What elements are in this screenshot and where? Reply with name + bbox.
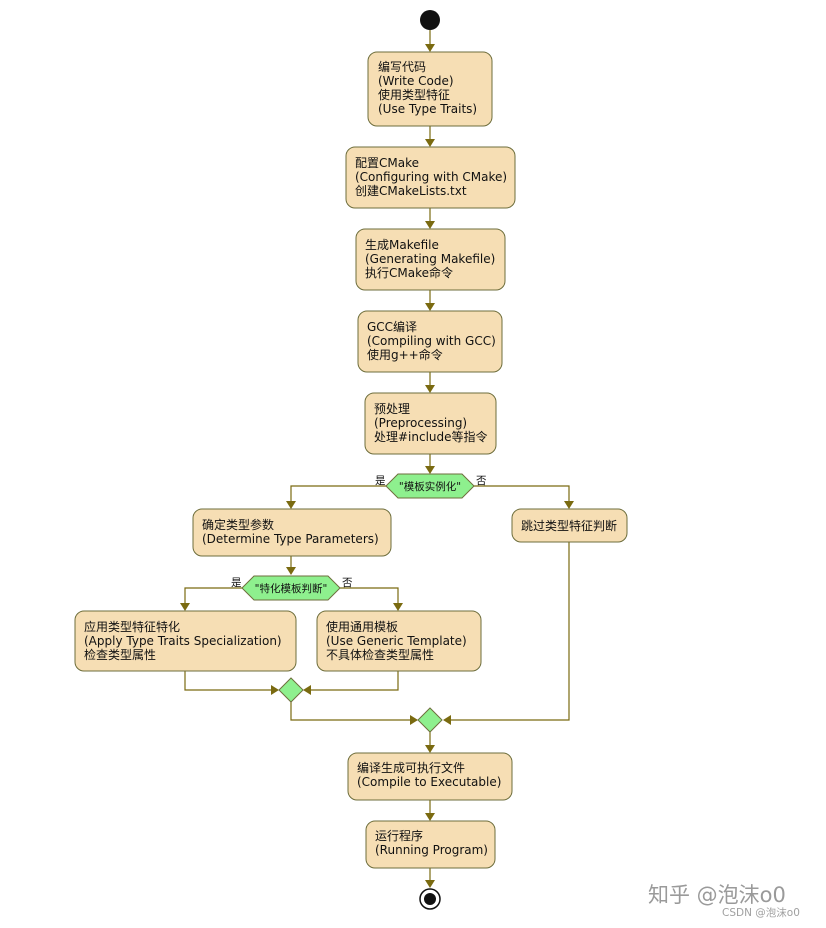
connectors — [180, 30, 574, 888]
decision-text: "模板实例化" — [399, 480, 461, 493]
action-generic-template: 使用通用模板 (Use Generic Template) 不具体检查类型属性 — [316, 610, 482, 672]
decision-yes-label: 是 — [231, 577, 242, 589]
action-apply-specialization: 应用类型特征特化 (Apply Type Traits Specializati… — [74, 610, 297, 672]
node-text: GCC编译 (Compiling with GCC) 使用g++命令 — [367, 319, 500, 362]
action-determine-types: 确定类型参数 (Determine Type Parameters) — [192, 508, 392, 557]
node-text: 预处理 (Preprocessing) 处理#include等指令 — [374, 402, 488, 444]
action-preprocess: 预处理 (Preprocessing) 处理#include等指令 — [364, 392, 497, 455]
merge-node-inner — [278, 677, 304, 703]
decision-text: "特化模板判断" — [255, 582, 328, 595]
decision-template-instantiation: "模板实例化" 是 否 — [375, 473, 487, 499]
action-configure-cmake: 配置CMake (Configuring with CMake) 创建CMake… — [345, 146, 516, 209]
decision-yes-label: 是 — [375, 475, 386, 487]
node-text: 使用通用模板 (Use Generic Template) 不具体检查类型属性 — [326, 619, 471, 662]
action-write-code: 编写代码 (Write Code) 使用类型特征 (Use Type Trait… — [367, 51, 493, 127]
decision-no-label: 否 — [476, 475, 487, 487]
watermark-source: CSDN @泡沫o0 — [722, 906, 800, 919]
action-compile-executable: 编译生成可执行文件 (Compile to Executable) — [347, 752, 513, 801]
decision-specialization-check: "特化模板判断" 是 否 — [231, 575, 353, 601]
action-skip-traits: 跳过类型特征判断 — [511, 508, 628, 543]
watermark-brand: 知乎 @泡沫o0 — [648, 883, 786, 907]
node-text: 配置CMake (Configuring with CMake) 创建CMake… — [355, 156, 511, 198]
node-text: 应用类型特征特化 (Apply Type Traits Specializati… — [84, 619, 285, 662]
node-text: 编写代码 (Write Code) 使用类型特征 (Use Type Trait… — [378, 59, 477, 116]
node-text: 运行程序 (Running Program) — [375, 828, 488, 857]
node-text: 确定类型参数 (Determine Type Parameters) — [202, 517, 379, 546]
start-node — [420, 10, 440, 30]
action-generate-makefile: 生成Makefile (Generating Makefile) 执行CMake… — [355, 228, 506, 291]
end-node — [419, 888, 441, 910]
action-run-program: 运行程序 (Running Program) — [365, 820, 496, 869]
node-text: 跳过类型特征判断 — [521, 518, 617, 533]
action-gcc-compile: GCC编译 (Compiling with GCC) 使用g++命令 — [357, 310, 503, 373]
node-text: 生成Makefile (Generating Makefile) 执行CMake… — [365, 238, 499, 280]
merge-node-outer — [417, 707, 443, 733]
node-text: 编译生成可执行文件 (Compile to Executable) — [357, 760, 501, 789]
decision-no-label: 否 — [342, 577, 353, 589]
